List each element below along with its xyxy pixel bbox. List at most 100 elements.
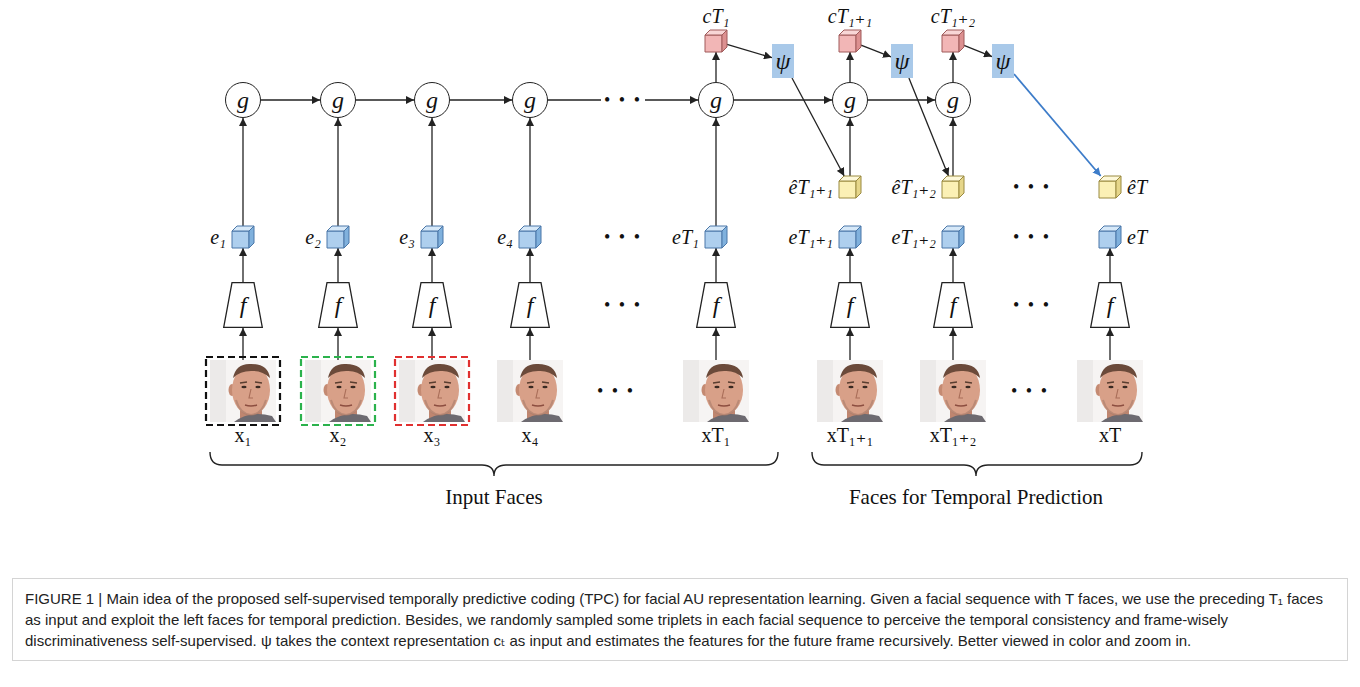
group-label: Input Faces: [445, 485, 542, 509]
face-eye: [1122, 386, 1127, 388]
arrow-connector: [715, 248, 716, 282]
face-mouth: [340, 405, 352, 406]
feature-label: eT₁₊₂: [892, 226, 936, 248]
feature-cube: eT₁: [705, 226, 727, 248]
predictor-box: ψ: [891, 44, 913, 78]
dashed-frame: [206, 357, 280, 425]
arrow-connector: [849, 118, 850, 176]
cube-icon: [327, 226, 349, 248]
face-beard: [331, 400, 361, 415]
encoder-trapezoid: f: [412, 282, 452, 328]
aggregator-symbol: g: [415, 83, 449, 117]
feature-label: e₂: [305, 226, 321, 248]
aggregator-symbol: g: [833, 83, 867, 117]
face-beard: [425, 400, 455, 415]
face-hair: [943, 364, 980, 378]
cube-front: [839, 181, 856, 198]
arrow-connector: [849, 52, 850, 82]
context-circle: g: [320, 82, 356, 118]
arrow-connector: [861, 45, 891, 57]
face-nose: [722, 389, 726, 398]
arrow-connector: [529, 118, 530, 226]
trapezoid-outline: [413, 283, 452, 328]
arrow-connector: [242, 118, 243, 226]
trapezoid-outline: [319, 283, 358, 328]
face-frame: xT₁₊₂: [920, 360, 986, 422]
face-beard: [236, 400, 266, 415]
face-background-strip: [817, 360, 833, 422]
face-shirt: [423, 414, 465, 422]
face-frame: xT₁: [683, 360, 749, 422]
trapezoid-outline: [831, 283, 870, 328]
cube-icon: [839, 226, 861, 248]
aggregator-symbol: g: [513, 83, 547, 117]
face-image: [920, 360, 986, 422]
trapezoid-outline: [697, 283, 736, 328]
face-background: [920, 360, 986, 422]
context-circle: g: [512, 82, 548, 118]
face-mouth: [434, 405, 446, 406]
encoder-symbol: f: [223, 282, 263, 328]
cube-icon: [1099, 226, 1121, 248]
cube-icon: [421, 226, 443, 248]
cube-side: [1116, 176, 1121, 198]
feature-cube: cT₁₊₁: [839, 30, 861, 52]
face-image: [210, 360, 276, 422]
feature-cube: êT₁₊₁: [839, 176, 861, 198]
cube-front: [705, 35, 722, 52]
face-eye: [714, 386, 719, 388]
face-mouth: [532, 405, 544, 406]
arrow-connector: [734, 99, 832, 100]
arrow-connector: [356, 99, 414, 100]
face-eye: [1108, 386, 1113, 388]
cube-side: [856, 30, 861, 52]
face-image: [1077, 360, 1143, 422]
face-nose: [438, 389, 442, 398]
cube-icon: [839, 30, 861, 52]
arrow-connector: [242, 248, 243, 282]
face-shirt: [234, 414, 276, 422]
face-background-strip: [1077, 360, 1093, 422]
cube-side: [959, 226, 964, 248]
cube-icon: [705, 30, 727, 52]
context-circle: g: [225, 82, 261, 118]
ellipsis-dots: • • •: [1010, 177, 1054, 197]
arrow-connector: [431, 118, 432, 226]
face-eye: [528, 386, 533, 388]
face-brows: [847, 382, 869, 383]
cube-front: [839, 35, 856, 52]
feature-label: êT₁₊₁: [789, 176, 833, 198]
encoder-trapezoid: f: [223, 282, 263, 328]
arrow-connector: [337, 248, 338, 282]
face-background-strip: [497, 360, 513, 422]
face-hair: [422, 364, 459, 378]
encoder-trapezoid: f: [696, 282, 736, 328]
feature-cube: eT₁₊₂: [942, 226, 964, 248]
curly-bracket: [210, 452, 778, 476]
encoder-symbol: f: [696, 282, 736, 328]
predictor-box: ψ: [992, 44, 1014, 78]
face-background-strip: [920, 360, 936, 422]
cube-side: [856, 176, 861, 198]
feature-label: eT: [1127, 226, 1147, 248]
cube-icon: [942, 30, 964, 52]
encoder-trapezoid: f: [933, 282, 973, 328]
face-nose: [249, 389, 253, 398]
ellipsis-dots: • • •: [601, 90, 645, 110]
context-circle: g: [414, 82, 450, 118]
group-label: Faces for Temporal Prediction: [849, 485, 1103, 509]
face-brows: [429, 382, 451, 383]
cube-front: [232, 231, 249, 248]
frame-label: x₄: [522, 424, 539, 446]
context-circle: g: [698, 82, 734, 118]
face-shirt: [841, 414, 883, 422]
cube-side: [722, 226, 727, 248]
face-eye: [965, 386, 970, 388]
face-background: [1077, 360, 1143, 422]
face-background-strip: [399, 360, 415, 422]
arrow-connector: [952, 248, 953, 282]
feature-label: cT₁₊₁: [828, 5, 872, 27]
arrow-connector: [849, 328, 850, 360]
